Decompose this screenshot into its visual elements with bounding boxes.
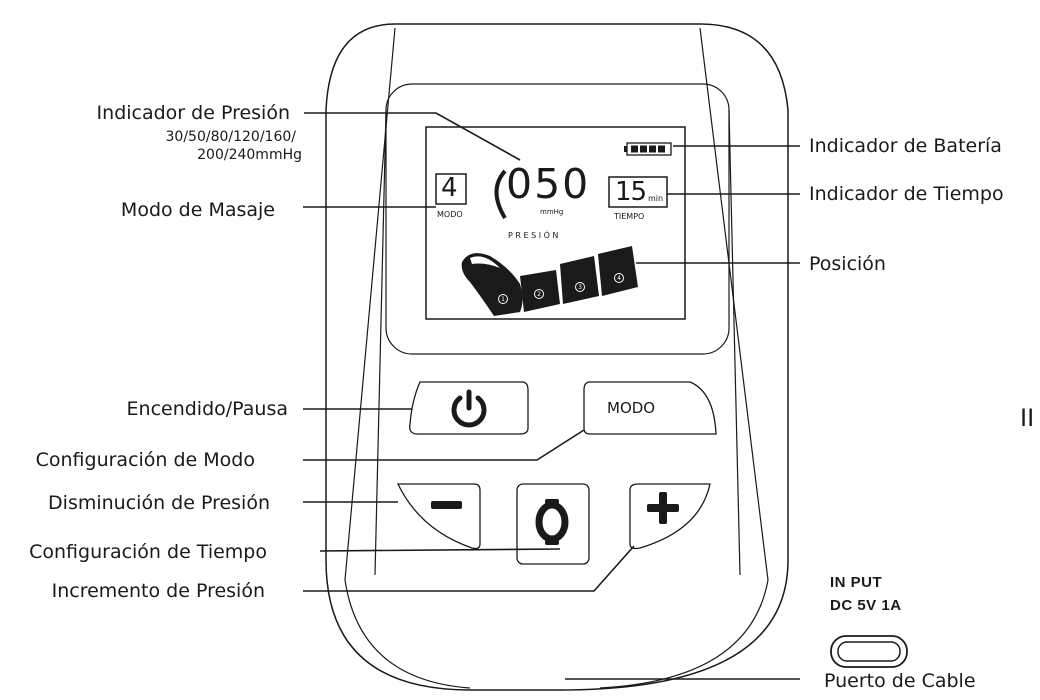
label-massage-mode: Modo de Masaje	[120, 199, 275, 221]
mode-box	[435, 173, 467, 205]
label-pressure-values-1: 30/50/80/120/160/	[165, 129, 296, 145]
label-mode-config: Configuración de Modo	[35, 449, 255, 471]
minus-icon	[431, 501, 462, 509]
pressure-value: 050	[506, 160, 591, 208]
pressure-arc-icon	[494, 169, 507, 220]
pressure-label: P R E S I Ó N	[508, 231, 559, 240]
label-cable-port: Puerto de Cable	[824, 670, 976, 692]
leader-mode-config	[303, 429, 585, 461]
label-position: Posición	[809, 253, 886, 275]
zone-marker-2	[534, 289, 544, 299]
edge-mark: II	[1020, 404, 1035, 432]
zone-number-3: 3	[578, 284, 582, 291]
time-value: 15	[615, 177, 647, 207]
time-unit: min	[648, 194, 664, 203]
time-config-button[interactable]	[516, 483, 590, 565]
zone-marker-numbers: 1 2 3 4	[501, 275, 621, 303]
cable-port-inner	[837, 641, 901, 662]
label-pressure-decrease: Disminución de Presión	[48, 492, 270, 514]
screen-frame-side	[374, 109, 741, 576]
label-pressure-values-2: 200/240mmHg	[197, 147, 302, 163]
zone-number-1: 1	[501, 296, 505, 303]
device-body	[325, 23, 789, 691]
pressure-increase-button[interactable]	[629, 483, 711, 550]
leg-position-icon	[461, 246, 638, 316]
mode-button-label: MODO	[607, 399, 656, 417]
mode-label: MODO	[437, 210, 463, 219]
label-time-indicator: Indicador de Tiempo	[809, 183, 1004, 205]
label-pressure-indicator: Indicador de Presión	[96, 102, 290, 124]
leader-pressure	[304, 112, 521, 161]
port-label-line1: IN PUT	[830, 574, 883, 591]
pressure-unit: mmHg	[540, 208, 564, 216]
zone-number-4: 4	[617, 275, 621, 282]
label-time-config: Configuración de Tiempo	[29, 541, 267, 563]
time-box	[608, 176, 668, 208]
leader-lines	[303, 112, 800, 680]
cable-port-icon	[830, 635, 908, 668]
zone-lower-leg	[520, 270, 560, 312]
label-power-pause: Encendido/Pausa	[126, 398, 288, 420]
power-icon	[451, 389, 487, 428]
label-battery-indicator: Indicador de Batería	[809, 135, 1002, 157]
mode-button[interactable]	[583, 381, 717, 435]
zone-thigh	[598, 246, 638, 296]
zone-marker-1	[498, 294, 508, 304]
zone-markers	[498, 273, 624, 304]
zone-marker-4	[614, 273, 624, 283]
lcd-screen	[425, 126, 686, 320]
mode-value: 4	[441, 173, 458, 203]
plus-icon	[647, 492, 679, 524]
time-ring-icon	[535, 499, 569, 545]
zone-marker-3	[575, 282, 585, 292]
zone-number-2: 2	[537, 291, 541, 298]
time-label: TIEMPO	[614, 212, 645, 221]
battery-icon	[624, 142, 672, 156]
device-inner-contour	[344, 27, 769, 689]
zone-knee	[560, 256, 599, 304]
pressure-decrease-button[interactable]	[396, 483, 481, 550]
leader-time-config	[319, 548, 561, 552]
screen-frame	[385, 83, 730, 355]
leader-increase	[303, 545, 635, 592]
port-label-line2: DC 5V 1A	[830, 597, 902, 614]
label-pressure-increase: Incremento de Presión	[51, 580, 265, 602]
